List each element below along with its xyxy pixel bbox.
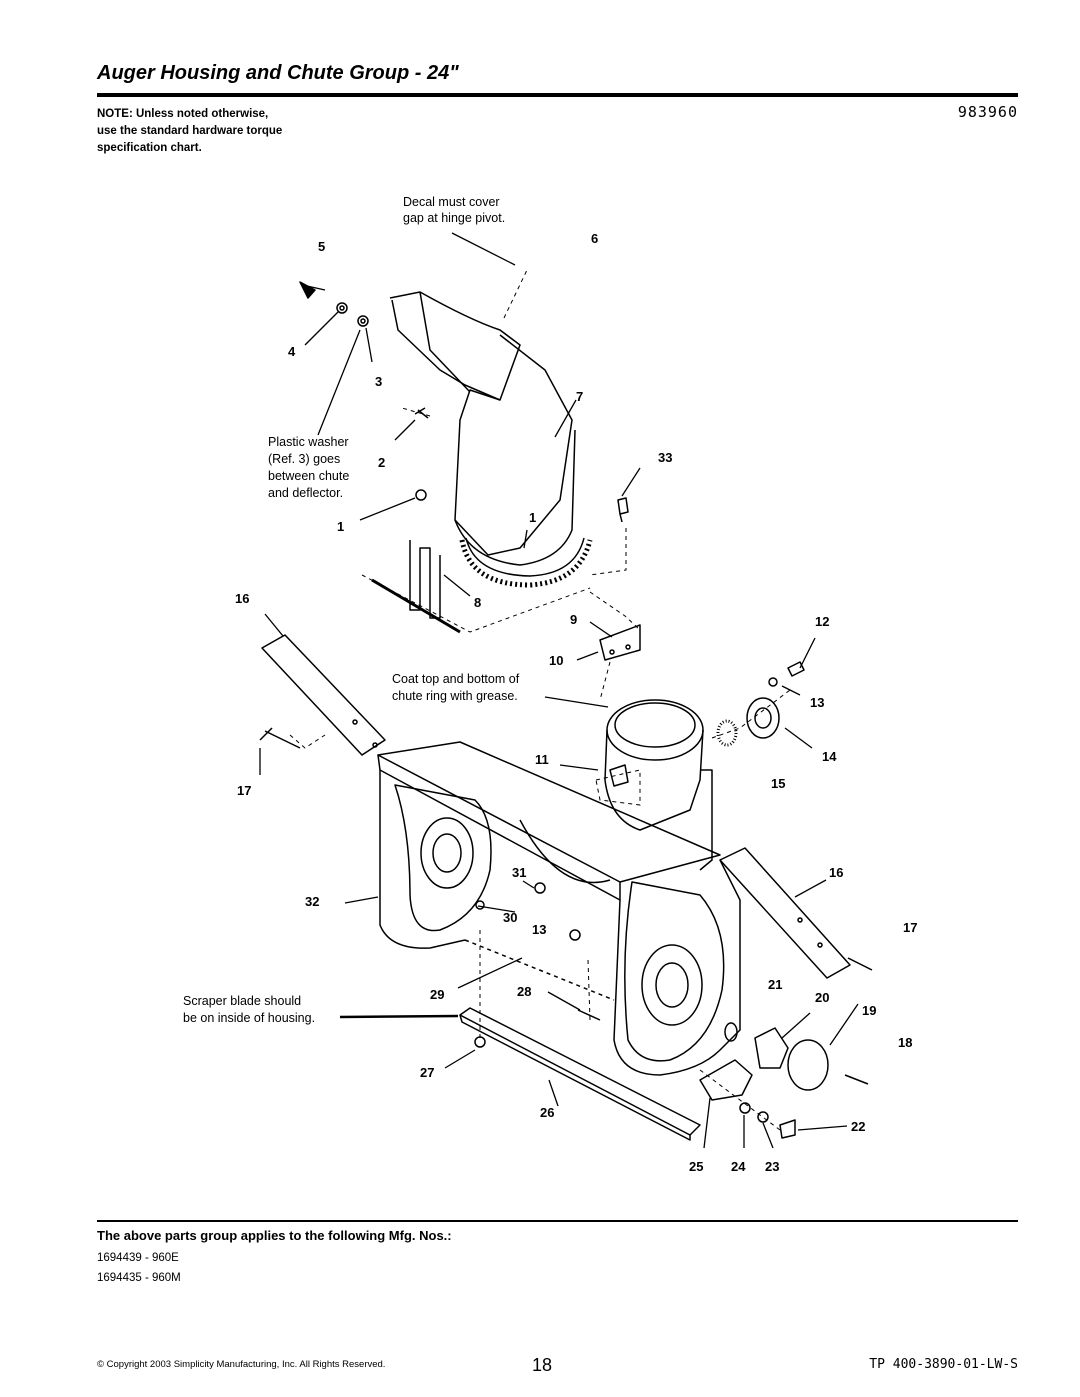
callout-16a: 16 — [235, 591, 249, 606]
callout-2: 2 — [378, 455, 385, 470]
callouts: 5 6 4 3 7 2 33 1 1 16 8 9 12 10 13 11 14… — [235, 231, 917, 1174]
washer-line-3: between chute — [268, 469, 349, 483]
callout-26: 26 — [540, 1105, 554, 1120]
washer-line-1: Plastic washer — [268, 435, 349, 449]
callout-19: 19 — [862, 1003, 876, 1018]
callout-13a: 13 — [810, 695, 824, 710]
callout-18: 18 — [898, 1035, 912, 1050]
impeller-housing — [604, 699, 713, 871]
callout-27: 27 — [420, 1065, 434, 1080]
note-grease: Coat top and bottom of chute ring with g… — [392, 672, 520, 703]
page-title: Auger Housing and Chute Group - 24" — [97, 62, 459, 84]
callout-31: 31 — [512, 865, 526, 880]
callout-14: 14 — [822, 749, 837, 764]
copyright-text: © Copyright 2003 Simplicity Manufacturin… — [97, 1359, 386, 1370]
auger-housing — [377, 741, 741, 1076]
callout-29: 29 — [430, 987, 444, 1002]
note-scraper: Scraper blade should be on inside of hou… — [183, 994, 315, 1025]
mfg-number: 1694435 - 960M — [97, 1272, 181, 1284]
callout-1b: 1 — [529, 510, 536, 525]
callout-13b: 13 — [532, 922, 546, 937]
document-code: TP 400-3890-01-LW-S — [869, 1357, 1018, 1372]
callout-6: 6 — [591, 231, 598, 246]
callout-32: 32 — [305, 894, 319, 909]
callout-22: 22 — [851, 1119, 865, 1134]
callout-25: 25 — [689, 1159, 703, 1174]
washer-line-2: (Ref. 3) goes — [268, 452, 340, 466]
callout-17b: 17 — [903, 920, 917, 935]
scraper-line-1: Scraper blade should — [183, 994, 301, 1008]
washer-line-4: and deflector. — [268, 486, 343, 500]
callout-15: 15 — [771, 776, 785, 791]
torque-note: NOTE: Unless noted otherwise, use the st… — [97, 108, 283, 154]
callout-17a: 17 — [237, 783, 251, 798]
callout-1a: 1 — [337, 519, 344, 534]
scraper-blade — [459, 1007, 701, 1141]
mfg-number: 1694439 - 960E — [97, 1252, 179, 1264]
callout-3: 3 — [375, 374, 382, 389]
header-rule — [97, 93, 1018, 97]
decal-line-1: Decal must cover — [403, 195, 500, 209]
applies-heading: The above parts group applies to the fol… — [97, 1228, 452, 1243]
parts-diagram: Decal must cover gap at hinge pivot. Pla… — [183, 195, 917, 1174]
callout-9: 9 — [570, 612, 577, 627]
scraper-line-2: be on inside of housing. — [183, 1011, 315, 1025]
callout-4: 4 — [288, 344, 296, 359]
callout-33: 33 — [658, 450, 672, 465]
grease-line-1: Coat top and bottom of — [392, 672, 520, 686]
shift-rod — [371, 540, 461, 634]
note-decal: Decal must cover gap at hinge pivot. — [403, 195, 505, 225]
callout-30: 30 — [503, 910, 517, 925]
callout-28: 28 — [517, 984, 531, 999]
callout-11: 11 — [535, 752, 549, 767]
callout-20: 20 — [815, 990, 829, 1005]
callout-23: 23 — [765, 1159, 779, 1174]
callout-7: 7 — [576, 389, 583, 404]
callout-24: 24 — [731, 1159, 746, 1174]
callout-21: 21 — [768, 977, 782, 992]
callout-8: 8 — [474, 595, 481, 610]
note-washer: Plastic washer (Ref. 3) goes between chu… — [268, 435, 349, 500]
chute-part — [389, 291, 576, 566]
reference-number: 983960 — [957, 103, 1018, 121]
page-number: 18 — [532, 1355, 553, 1375]
section-rule — [97, 1220, 1018, 1222]
callout-5: 5 — [318, 239, 325, 254]
decal-line-2: gap at hinge pivot. — [403, 211, 505, 225]
chute-ring-gear — [459, 537, 593, 588]
grease-line-2: chute ring with grease. — [392, 689, 518, 703]
callout-12: 12 — [815, 614, 829, 629]
callout-16b: 16 — [829, 865, 843, 880]
callout-10: 10 — [549, 653, 563, 668]
mfg-number-list: 1694439 - 960E 1694435 - 960M — [97, 1248, 181, 1288]
